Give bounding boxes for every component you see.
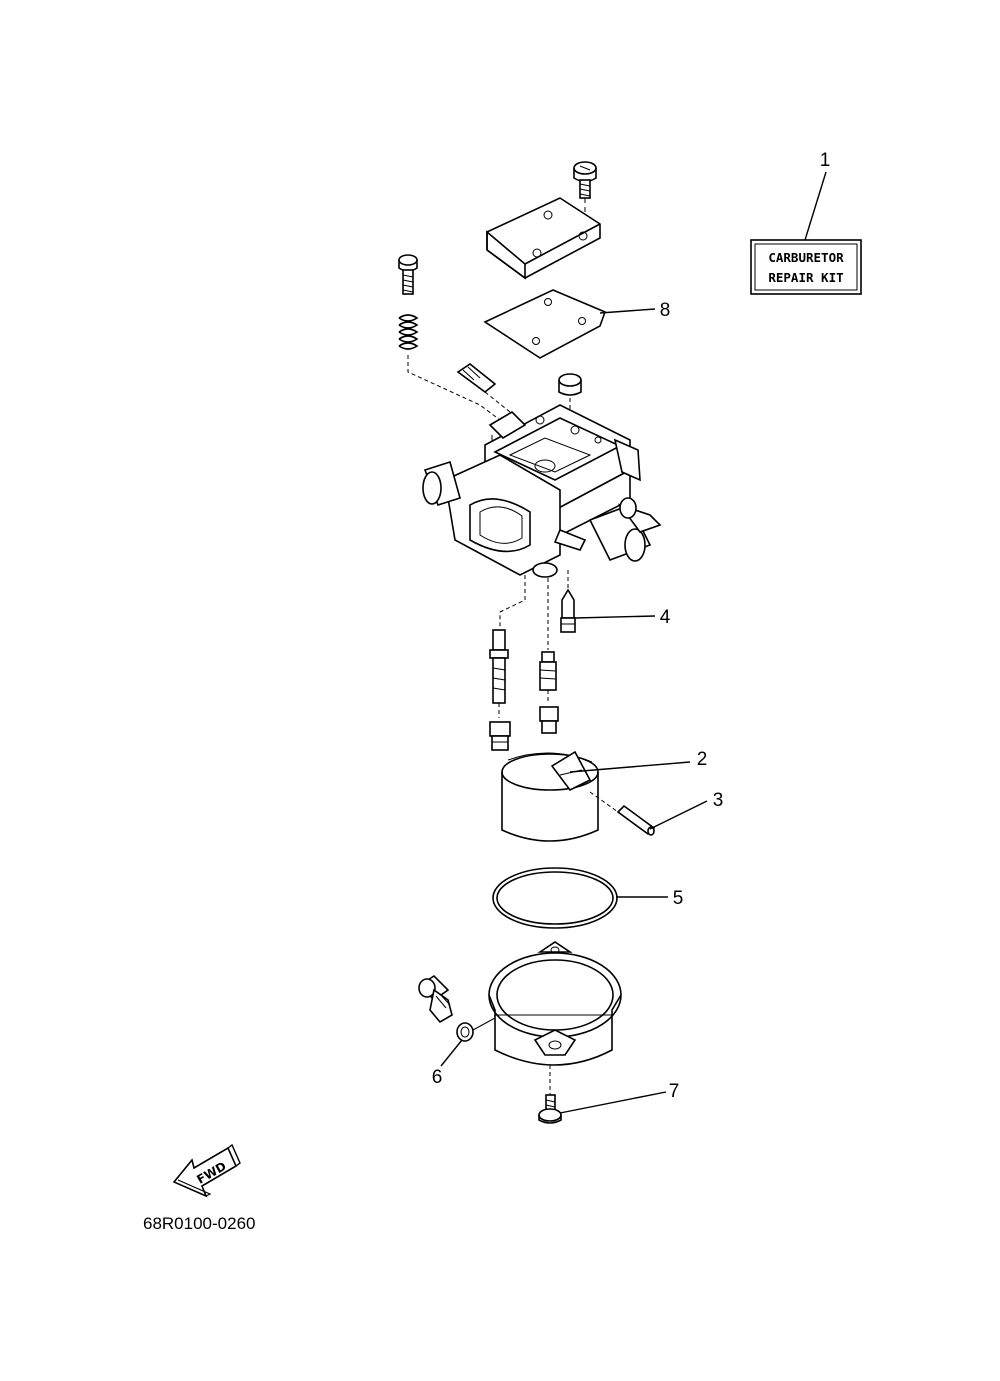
kit-box-line2: REPAIR KIT xyxy=(768,270,843,285)
pilot-jet xyxy=(539,651,557,704)
diagram-code: 68R0100-0260 xyxy=(143,1214,255,1233)
cover-gasket xyxy=(483,289,607,359)
kit-box-line1: CARBURETOR xyxy=(768,250,844,265)
callout-3: 3 xyxy=(713,790,724,811)
throttle-stop-spring xyxy=(398,314,419,350)
float-chamber xyxy=(488,941,622,1095)
callout-1: 1 xyxy=(820,150,831,171)
callout-2: 2 xyxy=(697,749,708,770)
float-pin xyxy=(589,791,656,836)
throttle-stop-screw xyxy=(398,254,418,295)
fwd-arrow-icon: FWD xyxy=(172,1143,241,1198)
carburetor-body xyxy=(422,404,662,578)
callout-7: 7 xyxy=(669,1081,680,1102)
pilot-jet-plug xyxy=(539,706,559,734)
callout-8: 8 xyxy=(660,300,671,321)
main-jet xyxy=(489,721,511,751)
needle-valve xyxy=(560,588,576,633)
cover-screw xyxy=(573,161,597,222)
drain-washer xyxy=(456,1017,496,1042)
drain-screw xyxy=(418,974,453,1024)
chamber-screw xyxy=(538,1094,562,1124)
float xyxy=(501,750,599,842)
repair-kit-box: CARBURETOR REPAIR KIT xyxy=(750,239,862,295)
main-nozzle xyxy=(489,629,509,718)
cover-plate xyxy=(486,197,601,280)
callout-6: 6 xyxy=(432,1067,443,1088)
leader-lines xyxy=(440,171,827,1114)
callout-4: 4 xyxy=(660,607,671,628)
callout-5: 5 xyxy=(673,888,684,909)
float-chamber-gasket xyxy=(492,867,618,929)
